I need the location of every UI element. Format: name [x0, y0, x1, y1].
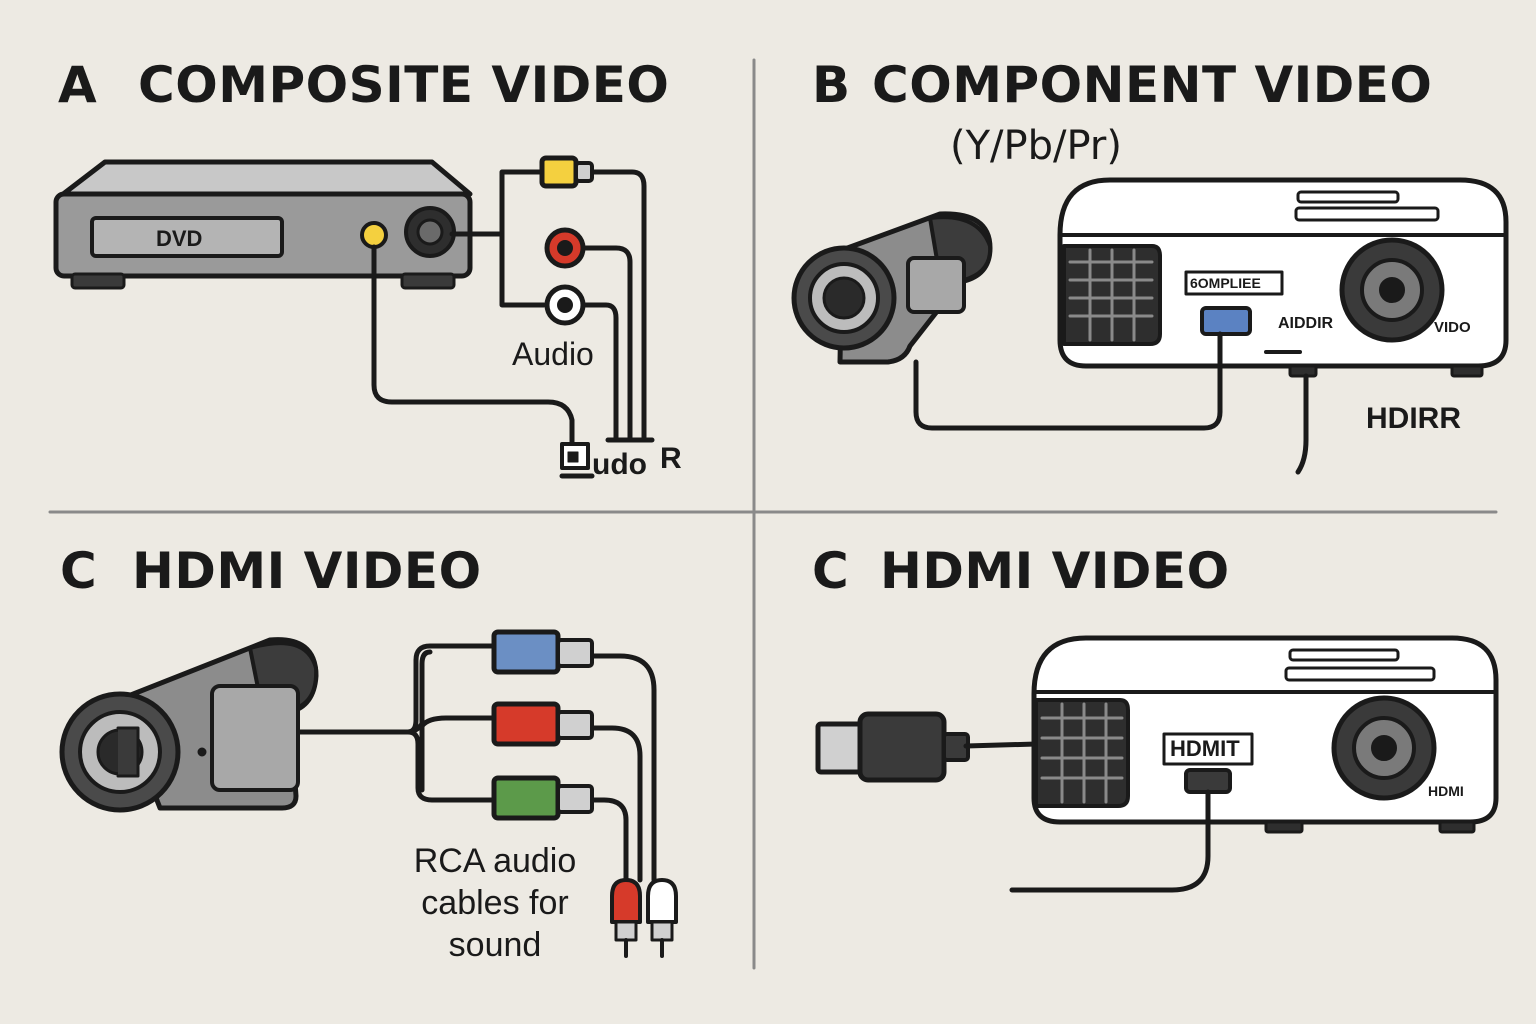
- yellow-rca-plug-icon: [539, 155, 594, 189]
- dvd-label: DVD: [156, 226, 203, 251]
- projector-port-label: 6OMPLIEE: [1190, 275, 1261, 291]
- composite-cables: [371, 169, 655, 448]
- panel-b-subtitle: (Y/Pb/Pr): [950, 123, 1122, 169]
- dvd-player-icon: [53, 159, 473, 290]
- panel-d-letter: C: [812, 542, 850, 600]
- audio-plug-icon: [559, 442, 595, 479]
- blue-component-plug-icon: [491, 629, 594, 675]
- projector-video-label: VIDO: [1434, 319, 1471, 336]
- hdmi-output-cable: [1009, 789, 1211, 893]
- rca-caption-line3: sound: [448, 926, 542, 964]
- panel-b-letter: B: [812, 56, 851, 114]
- white-audio-jack-icon: [544, 284, 586, 326]
- camcorder-icon-c: [59, 637, 319, 813]
- red-audio-jack-icon: [544, 227, 586, 269]
- audio-label: Audio: [512, 336, 594, 372]
- red-component-plug-icon: [491, 701, 594, 747]
- component-breakout-cables: [297, 643, 657, 883]
- rca-caption-line1: RCA audio: [413, 842, 577, 880]
- rca-caption-line2: cables for: [421, 884, 569, 922]
- projector-icon-d: [1031, 635, 1499, 834]
- right-channel-label: R: [660, 442, 682, 475]
- panel-d-title: HDMI VIDEO: [880, 542, 1230, 600]
- projector-icon: [1057, 177, 1509, 378]
- panel-c-letter: C: [60, 542, 98, 600]
- white-rca-audio-plug-icon: [646, 878, 678, 958]
- camcorder-icon: [791, 211, 993, 365]
- panel-c-title: HDMI VIDEO: [132, 542, 482, 600]
- projector-brand-label: HDMI: [1428, 783, 1464, 799]
- panel-a-title: COMPOSITE VIDEO: [138, 56, 670, 114]
- projector-hdmi-port-label: HDMIT: [1170, 736, 1240, 761]
- hdmi-cable: [963, 741, 1039, 749]
- green-component-plug-icon: [491, 775, 594, 821]
- projector-audio-label: AIDDIR: [1278, 315, 1334, 332]
- hdmi-plug-icon: [815, 711, 970, 783]
- panel-b-title: COMPONENT VIDEO: [872, 56, 1433, 114]
- audio-plug-label: udo: [592, 448, 647, 481]
- red-rca-audio-plug-icon: [610, 878, 642, 958]
- component-cables: [913, 331, 1309, 475]
- hdmi-text-label: HDIRR: [1366, 402, 1461, 435]
- panel-a-letter: A: [58, 56, 98, 114]
